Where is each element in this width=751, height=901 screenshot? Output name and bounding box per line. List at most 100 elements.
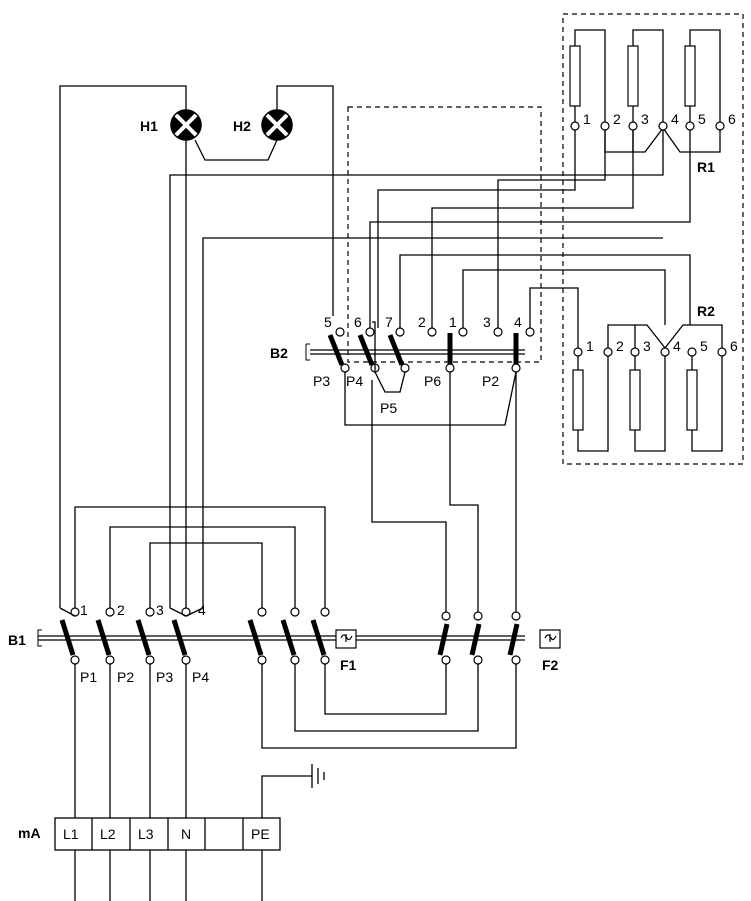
b2-bottom-terminal [445, 363, 455, 373]
b1-pole-label: P1 [80, 669, 97, 685]
r1-terminal-1 [570, 121, 580, 131]
r2-resistor-1 [572, 369, 584, 431]
lamp-wiring [59, 85, 334, 608]
terminal-cell-label: L3 [138, 826, 154, 842]
b1-bottom-terminal [70, 655, 80, 665]
switch-b2[interactable]: B2 5 6 7 2 1 3 4 P3 P4 P5 P6 P2 [270, 314, 535, 426]
r1-terminal-label: 6 [728, 111, 736, 127]
b1-terminal-number: 3 [156, 602, 164, 618]
b2-terminal-number: 2 [418, 314, 426, 330]
b1-bottom-terminal [105, 655, 115, 665]
lamp-h1-label: H1 [140, 118, 158, 134]
r2-resistor-bank: 1 2 3 4 5 6 R2 [572, 303, 738, 452]
terminal-block-ma: mA L1 L2 L3 N PE [18, 808, 281, 901]
r2-terminal-6 [717, 347, 727, 357]
r2-terminal-label: 6 [730, 338, 738, 354]
b2-label: B2 [270, 345, 288, 361]
lamp-h1: H1 [140, 109, 202, 141]
r2-terminal-label: 4 [673, 338, 681, 354]
b1-blade-7 [310, 619, 327, 656]
b1-terminal [257, 607, 267, 617]
ground-icon [311, 764, 325, 788]
fuse-f2-label: F2 [542, 657, 559, 673]
lamp-h2: H2 [233, 109, 293, 141]
b2-terminal-number: 5 [324, 314, 332, 330]
f2-blade-1 [437, 623, 450, 656]
b2-terminal [427, 327, 437, 337]
r1-terminal-6 [715, 121, 725, 131]
r2-resistor-2 [629, 369, 641, 431]
b2-blade-p5 [387, 334, 405, 366]
f2-terminal [511, 611, 521, 621]
r1-terminal-label: 2 [613, 111, 621, 127]
r1-terminal-4 [658, 121, 668, 131]
r1-terminal-label: 5 [698, 111, 706, 127]
b1-terminal [145, 607, 155, 617]
r2-terminal-label: 2 [616, 338, 624, 354]
b2-terminal-number: 3 [483, 314, 491, 330]
b1-pole-label: P4 [192, 669, 209, 685]
r2-terminal-5 [687, 347, 697, 357]
b2-pole-label: P5 [380, 400, 397, 416]
b1-terminal-number: 1 [80, 602, 88, 618]
b2-bottom-terminal [340, 363, 350, 373]
b2-blade-p3 [327, 334, 345, 366]
f2-bottom-terminal [511, 655, 521, 665]
b2-terminal-number: 4 [514, 314, 522, 330]
b1-pole-label: P3 [156, 669, 173, 685]
b1-terminal-number: 4 [198, 602, 206, 618]
b1-bottom-terminal [290, 655, 300, 665]
b1-terminal-number: 2 [117, 602, 125, 618]
r1-resistor-bank: 1 2 3 4 5 6 R1 [569, 29, 736, 175]
b1-bottom-terminal [145, 655, 155, 665]
r1-label: R1 [697, 159, 715, 175]
f2-blade-3 [507, 623, 520, 656]
b1-terminal [105, 607, 115, 617]
b1-blade-6 [280, 619, 297, 656]
terminal-cell-label: L2 [100, 826, 116, 842]
r2-terminal-label: 5 [700, 338, 708, 354]
b1-blade-p1 [59, 619, 76, 656]
b2-terminal [335, 327, 345, 337]
b2-terminal-number: 1 [449, 314, 457, 330]
fuse-f1-label: F1 [340, 657, 357, 673]
b1-terminal [290, 607, 300, 617]
b1-blade-p4 [171, 619, 188, 656]
terminal-cell-label: L1 [63, 826, 79, 842]
switch-b1[interactable]: B1 1 2 3 4 [8, 602, 561, 685]
r1-terminal-2 [600, 121, 610, 131]
b2-blade-p4 [357, 334, 375, 366]
r1-resistor-1 [569, 45, 581, 107]
r1-terminal-label: 1 [583, 111, 591, 127]
terminal-cell-label: N [181, 826, 191, 842]
b1-bottom-terminal [181, 655, 191, 665]
f2-blade-2 [469, 623, 482, 656]
terminal-block-label: mA [18, 825, 41, 841]
b1-cross-wiring [74, 506, 326, 612]
b1-bottom-terminal [257, 655, 267, 665]
r1-resistor-2 [627, 45, 639, 107]
b1-bottom-terminal [320, 655, 330, 665]
f2-terminal [473, 611, 483, 621]
b1-blade-p2 [95, 619, 112, 656]
b2-pole-label: P6 [424, 373, 441, 389]
r2-terminal-1 [573, 347, 583, 357]
r2-label: R2 [697, 303, 715, 319]
r2-resistor-3 [686, 369, 698, 431]
lamp-h2-label: H2 [233, 118, 251, 134]
r1-terminal-label: 4 [671, 111, 679, 127]
b2-terminal-number: 6 [354, 314, 362, 330]
terminal-cell-label: PE [251, 826, 270, 842]
b1-label: B1 [8, 632, 26, 648]
b2-pole-label: P2 [482, 373, 499, 389]
f2-bottom-terminal [473, 655, 483, 665]
b2-pole-label: P3 [313, 373, 330, 389]
b2-pole-label: P4 [346, 373, 363, 389]
b2-terminal [365, 327, 375, 337]
b2-terminal-number: 7 [385, 314, 393, 330]
r2-terminal-2 [603, 347, 613, 357]
r2-terminal-4 [660, 347, 670, 357]
r1-terminal-5 [685, 121, 695, 131]
r1-terminal-3 [628, 121, 638, 131]
